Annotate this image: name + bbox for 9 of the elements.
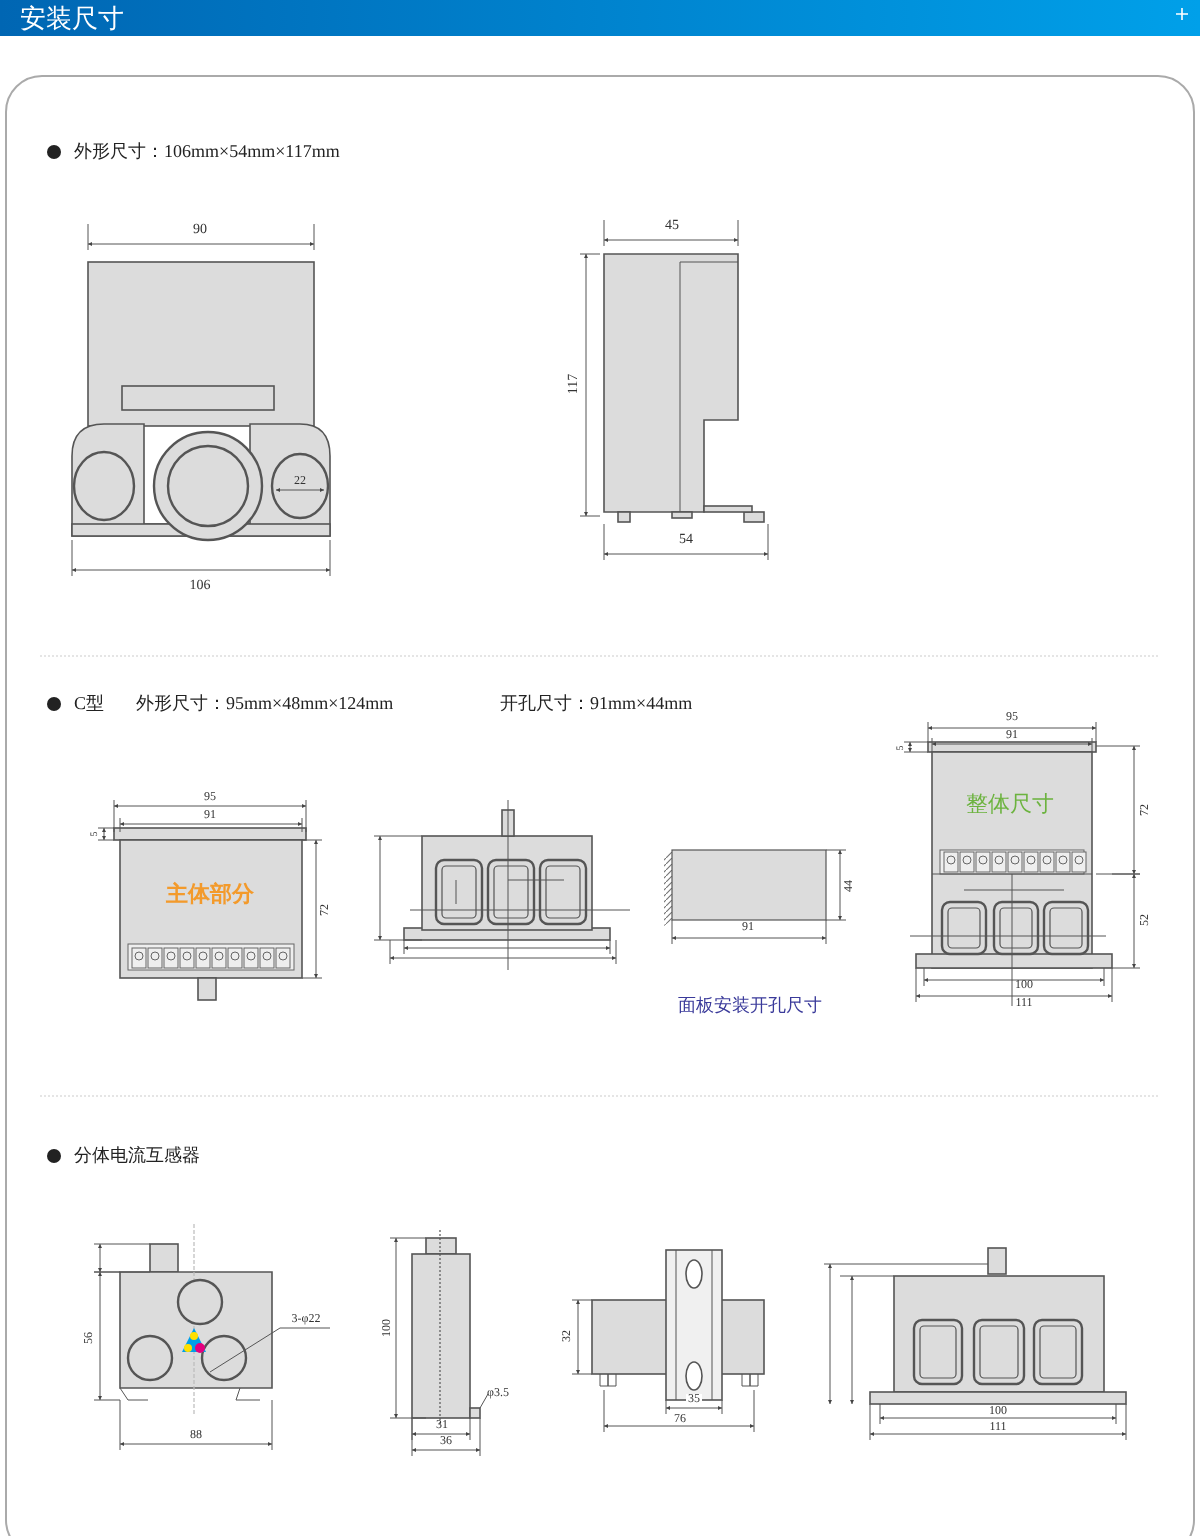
- section-heading: C型: [74, 695, 105, 713]
- section-heading: 外形尺寸：106mm×54mm×117mm: [74, 143, 340, 161]
- figure-caption: 面板安装开孔尺寸: [678, 997, 822, 1015]
- part-caption: 整体尺寸: [966, 795, 1054, 817]
- page-title: 安装尺寸: [20, 5, 124, 31]
- part-caption: 主体部分: [166, 885, 254, 907]
- section-heading: 开孔尺寸：91mm×44mm: [500, 695, 693, 713]
- section-heading: 外形尺寸：95mm×48mm×124mm: [136, 695, 394, 713]
- section-heading: 分体电流互感器: [74, 1147, 200, 1165]
